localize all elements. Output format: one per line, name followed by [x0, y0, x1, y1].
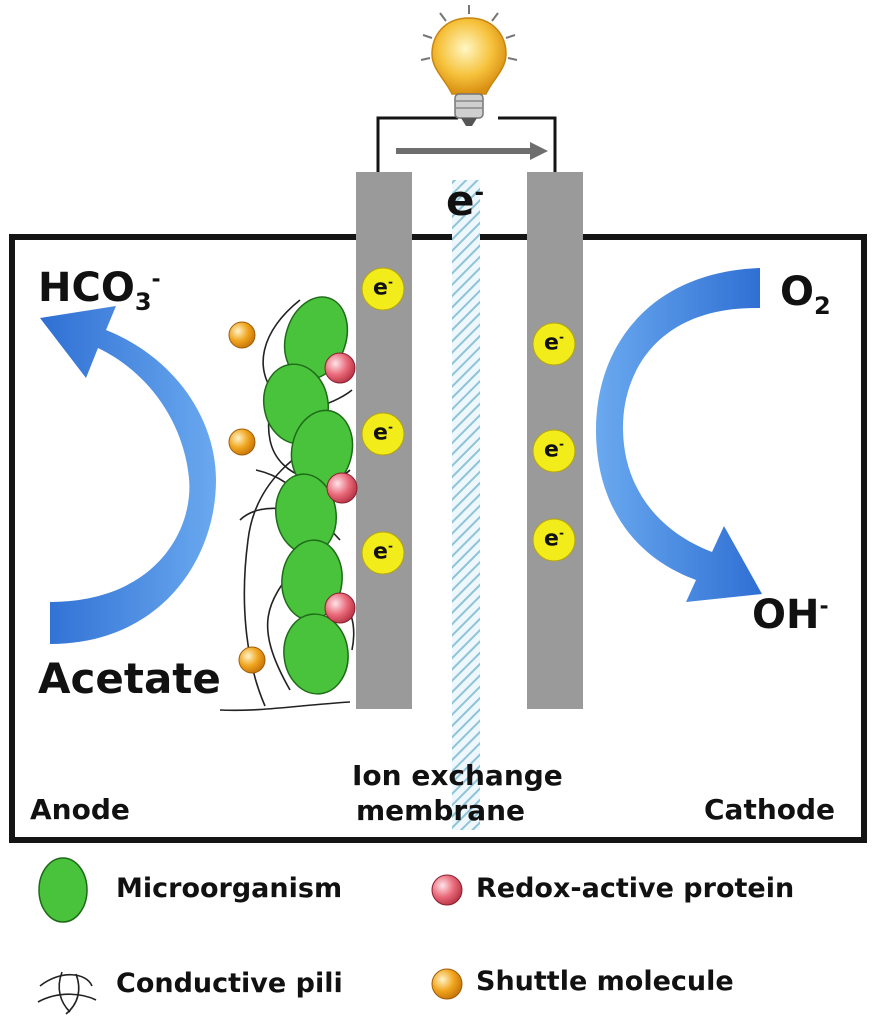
legend-microorganism-icon [38, 857, 88, 923]
legend-microorganism-label: Microorganism [116, 873, 343, 904]
legend-shuttle-molecule-icon [431, 968, 463, 1000]
legend-conductive-pili-icon [37, 971, 97, 1015]
external-wire [376, 116, 557, 172]
membrane-label-line1: Ion exchange [352, 759, 563, 792]
electron-label: e- [373, 420, 393, 446]
legend-conductive-pili-label: Conductive pili [116, 968, 343, 999]
electron-circle [361, 412, 405, 456]
redox-active-protein [324, 352, 356, 384]
legend-shuttle-molecule-label: Shuttle molecule [476, 966, 734, 997]
redox-active-protein [326, 472, 358, 504]
ion-exchange-membrane [452, 180, 480, 830]
chamber-box [9, 234, 867, 843]
electron-label: e- [544, 330, 564, 356]
cathode-product-label: OH- [752, 592, 829, 638]
membrane-label-line2: membrane [356, 794, 526, 827]
cathode-reactant-label: O2 [780, 269, 831, 320]
microorganism [283, 613, 349, 695]
electron-charge: - [474, 180, 485, 206]
legend-redox-protein-icon [431, 874, 463, 906]
shuttle-molecules [228, 321, 266, 674]
legend-redox-protein-label: Redox-active protein [476, 873, 795, 904]
electron-flow-label: e- [430, 180, 500, 222]
cathode-reaction-arrow [596, 268, 762, 602]
electron-symbol: e [445, 176, 475, 225]
redox-proteins [324, 352, 358, 624]
electron-label: e- [544, 526, 564, 552]
electron-circle [361, 531, 405, 575]
acetate-label: Acetate [38, 654, 221, 703]
shuttle-molecule [228, 428, 256, 456]
electron-label: e- [544, 437, 564, 463]
shuttle-molecule [228, 321, 256, 349]
light-bulb-icon [420, 5, 518, 126]
redox-active-protein [324, 592, 356, 624]
anode-product-label: HCO3- [38, 265, 161, 316]
current-arrow-icon [396, 142, 548, 160]
electron-circle [532, 322, 576, 366]
electron-circle [532, 429, 576, 473]
electron-circle [361, 267, 405, 311]
cathode-label: Cathode [704, 793, 836, 826]
anode-label: Anode [30, 793, 130, 826]
shuttle-molecule [238, 646, 266, 674]
electron-label: e- [373, 539, 393, 565]
anode-reaction-arrow [40, 306, 216, 644]
electrons [361, 267, 576, 575]
electron-circle [532, 518, 576, 562]
electron-label: e- [373, 275, 393, 301]
